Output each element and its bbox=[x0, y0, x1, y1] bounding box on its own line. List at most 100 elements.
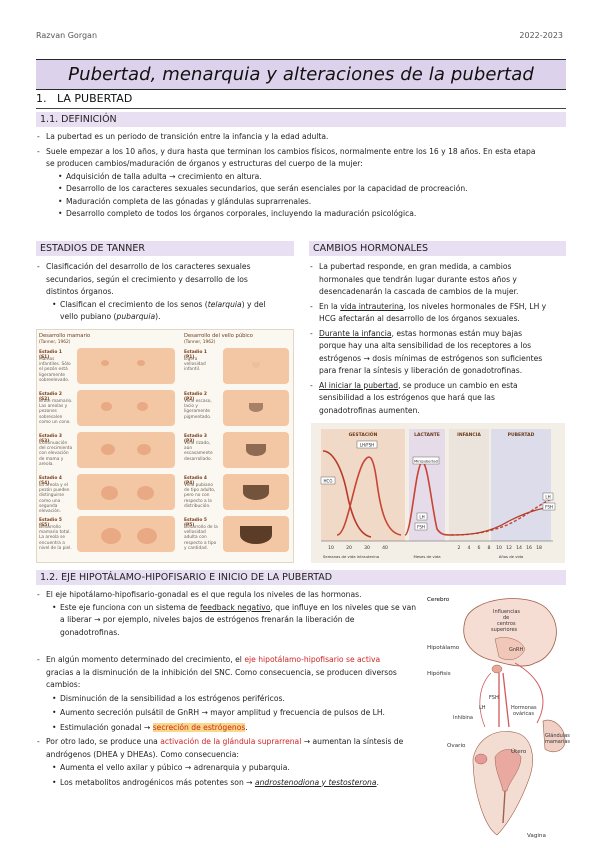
text: Disminución de la sensibilidad a los est… bbox=[60, 693, 285, 703]
label-hipofisis: Hipófisis bbox=[427, 670, 451, 677]
text: , los niveles hormonales de FSH, LH y bbox=[403, 301, 547, 311]
text-red: eje hipotálamo-hipofisario se activa bbox=[244, 655, 381, 664]
text: La pubertad es un periodo de transición … bbox=[46, 132, 329, 141]
x-tick-label: 10 bbox=[496, 545, 502, 551]
label-hormonas: Hormonas bbox=[511, 705, 537, 711]
list-item: •Este eje funciona con un sistema de fee… bbox=[52, 602, 417, 612]
hormone-chart: GESTACIÓN LACTANTE INFANCIA PUBERTAD HCG… bbox=[311, 423, 565, 563]
definition-block: -La pubertad es un periodo de transición… bbox=[37, 131, 566, 221]
minipuberty-curve bbox=[404, 461, 452, 536]
text: cambios: bbox=[46, 680, 81, 689]
text: desencadenarán la cascada de cambios de … bbox=[319, 287, 519, 296]
tanner-col1-sub: (Tanner, 1962) bbox=[39, 340, 71, 345]
text: , que influye en los niveles que se van bbox=[270, 602, 417, 612]
hypothalamus-shape bbox=[494, 637, 526, 660]
list-item: -La pubertad responde, en gran medida, a… bbox=[310, 262, 512, 271]
breast-shape-left bbox=[101, 486, 118, 500]
lh-high-label-box bbox=[542, 492, 554, 501]
label-inhibina: Inhibina bbox=[453, 715, 473, 721]
tanner-breast-desc: Continuación del crecimiento con elevaci… bbox=[39, 441, 73, 467]
text: porque hay una alta sensibilidad de los … bbox=[319, 341, 532, 350]
text: gonadotrofinas. bbox=[60, 627, 120, 637]
tanner-pubic-desc: Vello pubiano de tipo adulto, pero no co… bbox=[184, 483, 216, 509]
tanner-col2-title: Desarrollo del vello púbico bbox=[184, 333, 253, 339]
breast-shape-right bbox=[137, 402, 148, 411]
x-tick-label: 14 bbox=[516, 545, 522, 551]
hormone-arrow bbox=[514, 662, 544, 724]
phase-label-gestation: GESTACIÓN bbox=[349, 431, 378, 438]
label-vagina: Vagina bbox=[527, 833, 546, 839]
breast-shape-right bbox=[137, 360, 145, 366]
text: gracias a la disminución de la inhibició… bbox=[46, 667, 397, 677]
fsh-arrow bbox=[502, 672, 510, 728]
tanner-pubic-image bbox=[223, 516, 289, 552]
text: Aumenta el vello axilar y púbico → adren… bbox=[60, 763, 290, 772]
subsection-1-1-band: 1.1. DEFINICIÓN bbox=[36, 112, 566, 127]
list-item: •Clasifican el crecimiento de los senos … bbox=[52, 299, 266, 309]
label-glandulas: Glándulas bbox=[545, 732, 570, 739]
text: En algún momento determinado del crecimi… bbox=[46, 655, 245, 664]
x-tick-label: 10 bbox=[328, 545, 334, 551]
header-year: 2022-2023 bbox=[519, 31, 563, 40]
list-item: -Durante la infancia, estas hormonas est… bbox=[310, 328, 523, 338]
uterus-shape bbox=[494, 749, 522, 792]
tanner-breast-image bbox=[77, 348, 175, 384]
list-item-cont: vello pubiano (pubarquia). bbox=[46, 311, 296, 324]
hcg-curve bbox=[322, 450, 372, 538]
pubic-hair-shape bbox=[240, 526, 272, 544]
text-underline: vida intrauterina bbox=[340, 301, 404, 311]
minipuberty-label: Minipubertad bbox=[414, 460, 438, 464]
tanner-breast-desc: La areola y el pezón pueden distinguirse… bbox=[39, 483, 70, 515]
list-item: •Estimulación gonadal → secreción de est… bbox=[52, 722, 248, 732]
x-tick-label: 40 bbox=[382, 545, 388, 551]
vagina-shape bbox=[502, 790, 506, 824]
hcg-label-box bbox=[320, 476, 336, 485]
list-item: •Desarrollo de los caracteres sexuales s… bbox=[58, 184, 468, 193]
lh-fsh-label: LH/FSH bbox=[360, 443, 374, 448]
x-tick-label: 4 bbox=[468, 545, 471, 551]
text: , se produce un cambio en esta bbox=[398, 380, 518, 390]
subsection-1-1-heading: 1.1. DEFINICIÓN bbox=[40, 114, 117, 125]
text-italic: telarquia bbox=[207, 299, 242, 309]
tanner-breast-desc: Brote mamario. Las areolas y pezones sob… bbox=[39, 399, 73, 425]
label-fsh: FSH bbox=[489, 695, 499, 701]
text-underline: Al iniciar la pubertad bbox=[319, 380, 399, 390]
pubic-hair-shape bbox=[252, 362, 260, 368]
label-cerebro: Cerebro bbox=[427, 597, 450, 603]
label-gnrh: GnRH bbox=[509, 647, 524, 653]
section-title: LA PUBERTAD bbox=[57, 92, 133, 105]
tanner-col2-sub: (Tanner, 1962) bbox=[184, 340, 216, 345]
phase-label-puberty: PUBERTAD bbox=[508, 432, 535, 438]
text: Aumento secreción pulsátil de GnRH → may… bbox=[60, 708, 385, 717]
inhibina-arrow bbox=[479, 672, 492, 728]
list-item: •Los metabolitos androgénicos más potent… bbox=[52, 777, 379, 787]
x-tick-label: 16 bbox=[526, 545, 532, 551]
fsh-high-label: FSH bbox=[545, 505, 553, 510]
breast-shape-right bbox=[137, 444, 151, 455]
text: Suele empezar a los 10 años, y dura hast… bbox=[46, 146, 536, 156]
tanner-heading: ESTADIOS DE TANNER bbox=[40, 243, 145, 254]
phase-label-childhood: INFANCIA bbox=[457, 432, 481, 438]
text: Estimulación gonadal → bbox=[60, 722, 153, 732]
hormonal-band: CAMBIOS HORMONALES bbox=[309, 241, 566, 256]
list-item: •Aumento secreción pulsátil de GnRH → ma… bbox=[52, 708, 385, 717]
x-tick-label: 2 bbox=[458, 545, 461, 551]
tanner-pubic-image bbox=[223, 348, 289, 384]
tanner-pubic-stage: Estadio 3 (P3) bbox=[184, 434, 207, 444]
text: La pubertad responde, en gran medida, a … bbox=[319, 262, 512, 271]
pubic-hair-shape bbox=[249, 403, 263, 412]
text: ) y del bbox=[241, 299, 266, 309]
text-underline: feedback negativo bbox=[199, 602, 271, 612]
text: . bbox=[245, 722, 248, 732]
tanner-pubic-desc: Ligera vellosidad infantil. bbox=[184, 357, 206, 373]
text: secundarios, según el crecimiento y desa… bbox=[46, 274, 248, 284]
text: andrógenos (DHEA y DHEAs). Como consecue… bbox=[46, 749, 239, 759]
hcg-label: HCG bbox=[324, 479, 333, 484]
text: Adquisición de talla adulta → crecimient… bbox=[66, 171, 262, 181]
tanner-text: -Clasificación del desarrollo de los car… bbox=[37, 261, 296, 324]
label-lh: LH bbox=[479, 705, 486, 711]
label-centros: centros bbox=[497, 621, 516, 627]
tanner-pubic-image bbox=[223, 432, 289, 468]
text: El eje hipotálamo-hipofisario-gonadal es… bbox=[46, 590, 362, 599]
text: hormonales que tendrán lugar durante est… bbox=[319, 274, 517, 284]
